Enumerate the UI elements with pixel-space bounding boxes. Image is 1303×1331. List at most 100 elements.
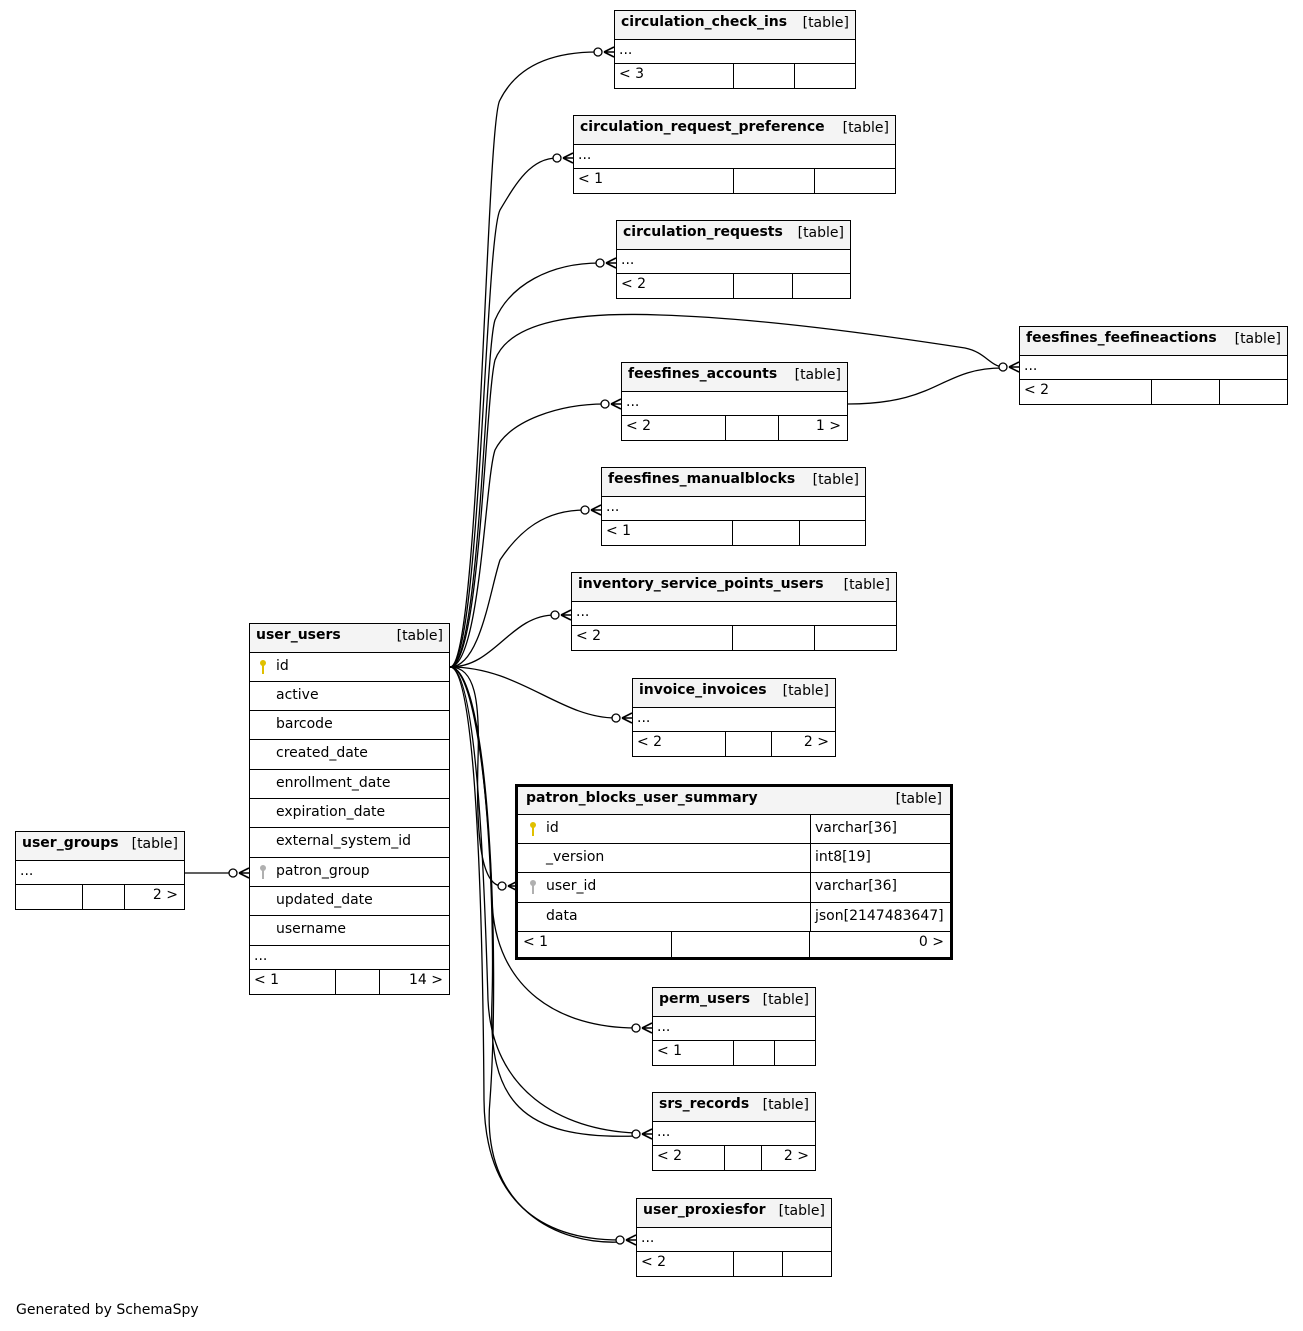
- edge-patron-blocks-user-summary: [449, 666, 503, 887]
- table-name: srs_records: [659, 1096, 750, 1112]
- parents-count: < 3: [619, 66, 645, 82]
- table-feesfines-accounts[interactable]: feesfines_accounts [table] ... < 2 1 >: [621, 362, 848, 441]
- ellipsis-row: ...: [249, 945, 450, 970]
- ellipsis: ...: [1024, 358, 1038, 374]
- table-srs-records[interactable]: srs_records [table] ... < 2 2 >: [652, 1092, 816, 1171]
- table-kind: [table]: [778, 1203, 825, 1219]
- parents-count: < 1: [254, 972, 280, 988]
- edge-inventory-service-points-users: [449, 614, 556, 668]
- ellipsis: ...: [641, 1230, 655, 1246]
- table-kind: [table]: [1234, 331, 1281, 347]
- column-row-enrollment-date: enrollment_date: [249, 769, 450, 799]
- column-name: _version: [546, 849, 605, 865]
- table-kind: [table]: [762, 1097, 809, 1113]
- table-name: feesfines_accounts: [628, 366, 778, 382]
- column-row-data: data json[2147483647]: [515, 902, 953, 932]
- table-circulation-check-ins[interactable]: circulation_check_ins [table] ... < 3: [614, 10, 856, 89]
- edge-accounts-to-feefineactions: [847, 367, 1004, 405]
- zero-or-many-marker: [595, 257, 617, 269]
- table-name: patron_blocks_user_summary: [526, 790, 758, 806]
- column-row-expiration-date: expiration_date: [249, 798, 450, 828]
- ellipsis-row: ...: [15, 860, 185, 885]
- column-row-external-system-id: external_system_id: [249, 827, 450, 858]
- table-user-users[interactable]: user_users [table] id active barcode cre…: [249, 623, 450, 995]
- ellipsis: ...: [578, 147, 592, 163]
- table-circulation-request-preference[interactable]: circulation_request_preference [table] .…: [573, 115, 896, 194]
- table-kind: [table]: [762, 992, 809, 1008]
- table-name: circulation_request_preference: [580, 119, 825, 135]
- foreign-key-icon: [260, 865, 266, 879]
- ellipsis: ...: [606, 499, 620, 515]
- column-row-id: id: [249, 652, 450, 682]
- table-kind: [table]: [396, 628, 443, 644]
- ellipsis: ...: [254, 948, 268, 964]
- table-kind: [table]: [131, 836, 178, 852]
- parents-count: < 2: [576, 628, 602, 644]
- table-header: patron_blocks_user_summary [table]: [515, 784, 953, 815]
- table-kind: [table]: [797, 225, 844, 241]
- children-count: 2 >: [152, 887, 178, 903]
- table-user-groups[interactable]: user_groups [table] ... 2 >: [15, 831, 185, 910]
- table-name: user_users: [256, 627, 341, 643]
- ellipsis: ...: [657, 1124, 671, 1140]
- zero-or-many-marker: [580, 504, 602, 516]
- zero-or-many-marker: [611, 712, 633, 724]
- table-feesfines-feefineactions[interactable]: feesfines_feefineactions [table] ... < 2: [1019, 326, 1288, 405]
- table-name: circulation_requests: [623, 224, 783, 240]
- table-footer: < 2: [636, 1251, 832, 1277]
- ellipsis-row: ...: [621, 391, 848, 416]
- column-name: username: [276, 921, 346, 937]
- table-name: inventory_service_points_users: [578, 576, 824, 592]
- table-inventory-service-points-users[interactable]: inventory_service_points_users [table] .…: [571, 572, 897, 651]
- column-row-created-date: created_date: [249, 739, 450, 770]
- table-invoice-invoices[interactable]: invoice_invoices [table] ... < 2 2 >: [632, 678, 836, 757]
- table-footer: 2 >: [15, 884, 185, 910]
- zero-or-many-marker: [631, 1128, 653, 1140]
- table-name: feesfines_manualblocks: [608, 471, 796, 487]
- children-count: 1 >: [815, 418, 841, 434]
- generated-by-label: Generated by SchemaSpy: [16, 1302, 199, 1318]
- column-name: patron_group: [276, 863, 370, 879]
- table-header: perm_users [table]: [652, 987, 816, 1017]
- column-row-barcode: barcode: [249, 710, 450, 740]
- column-name: active: [276, 687, 319, 703]
- parents-count: < 2: [626, 418, 652, 434]
- column-row-version: _version int8[19]: [515, 843, 953, 873]
- table-perm-users[interactable]: perm_users [table] ... < 1: [652, 987, 816, 1066]
- table-name: feesfines_feefineactions: [1026, 330, 1217, 346]
- zero-or-many-marker: [593, 46, 615, 58]
- column-type: varchar[36]: [815, 878, 897, 894]
- edge-circulation-request-preference: [449, 157, 558, 668]
- zero-or-many-marker: [998, 361, 1020, 373]
- table-feesfines-manualblocks[interactable]: feesfines_manualblocks [table] ... < 1: [601, 467, 866, 546]
- column-name: barcode: [276, 716, 333, 732]
- table-name: circulation_check_ins: [621, 14, 788, 30]
- table-circulation-requests[interactable]: circulation_requests [table] ... < 2: [616, 220, 851, 299]
- column-row-active: active: [249, 681, 450, 711]
- table-footer: < 3: [614, 63, 856, 89]
- column-name: id: [546, 820, 559, 836]
- table-footer: < 1: [601, 520, 866, 546]
- parents-count: < 2: [657, 1148, 683, 1164]
- column-type: json[2147483647]: [815, 908, 944, 924]
- column-name: user_id: [546, 878, 597, 894]
- column-row-id: id varchar[36]: [515, 814, 953, 844]
- column-row-user-id: user_id varchar[36]: [515, 872, 953, 903]
- table-header: feesfines_manualblocks [table]: [601, 467, 866, 497]
- ellipsis-row: ...: [616, 249, 851, 274]
- edge-user-proxiesfor-1: [449, 666, 621, 1241]
- zero-or-many-marker: [600, 398, 622, 410]
- children-count: 2 >: [783, 1148, 809, 1164]
- table-patron-blocks-user-summary[interactable]: patron_blocks_user_summary [table] id va…: [515, 784, 953, 960]
- table-user-proxiesfor[interactable]: user_proxiesfor [table] ... < 2: [636, 1198, 832, 1277]
- column-name: enrollment_date: [276, 775, 391, 791]
- children-count: 0 >: [918, 934, 944, 950]
- ellipsis: ...: [20, 863, 34, 879]
- primary-key-icon: [530, 822, 536, 836]
- table-footer: < 2 2 >: [632, 731, 836, 757]
- column-name: created_date: [276, 745, 368, 761]
- table-kind: [table]: [782, 683, 829, 699]
- table-kind: [table]: [842, 120, 889, 136]
- table-kind: [table]: [812, 472, 859, 488]
